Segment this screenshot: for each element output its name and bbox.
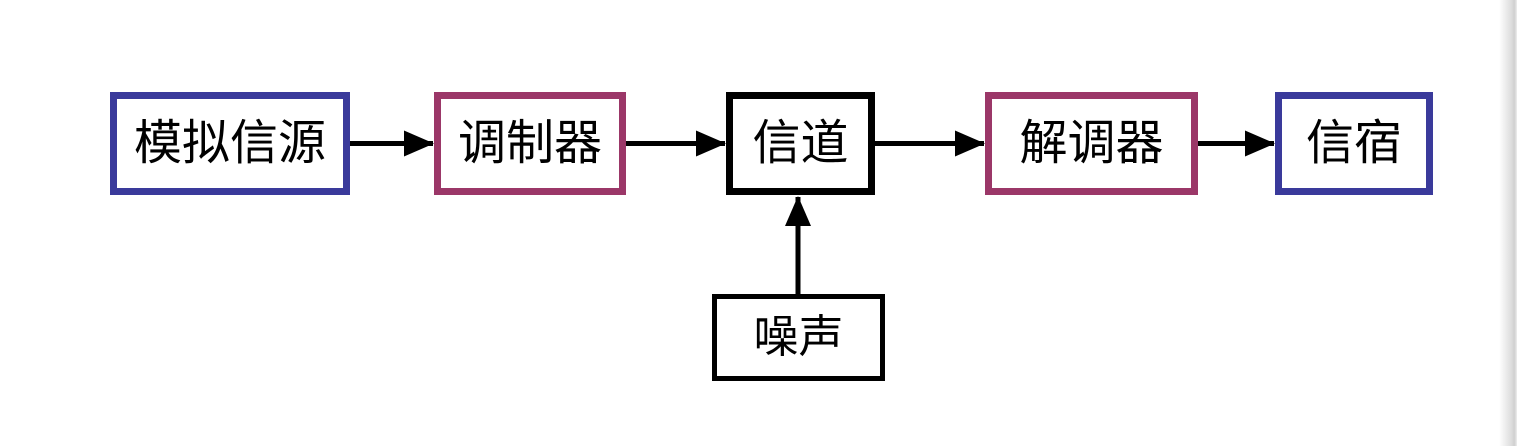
node-modulator-label: 调制器 bbox=[457, 116, 602, 170]
node-channel-label: 信道 bbox=[752, 116, 849, 170]
node-channel: 信道 bbox=[726, 92, 875, 195]
node-analog-source-label: 模拟信源 bbox=[133, 116, 326, 170]
node-sink: 信宿 bbox=[1275, 92, 1433, 195]
node-modulator: 调制器 bbox=[434, 92, 626, 195]
node-demodulator: 解调器 bbox=[985, 92, 1198, 195]
node-sink-label: 信宿 bbox=[1305, 116, 1402, 170]
node-noise: 噪声 bbox=[712, 294, 885, 381]
node-demodulator-label: 解调器 bbox=[1019, 116, 1164, 170]
node-noise-label: 噪声 bbox=[753, 312, 844, 362]
node-analog-source: 模拟信源 bbox=[110, 92, 350, 195]
